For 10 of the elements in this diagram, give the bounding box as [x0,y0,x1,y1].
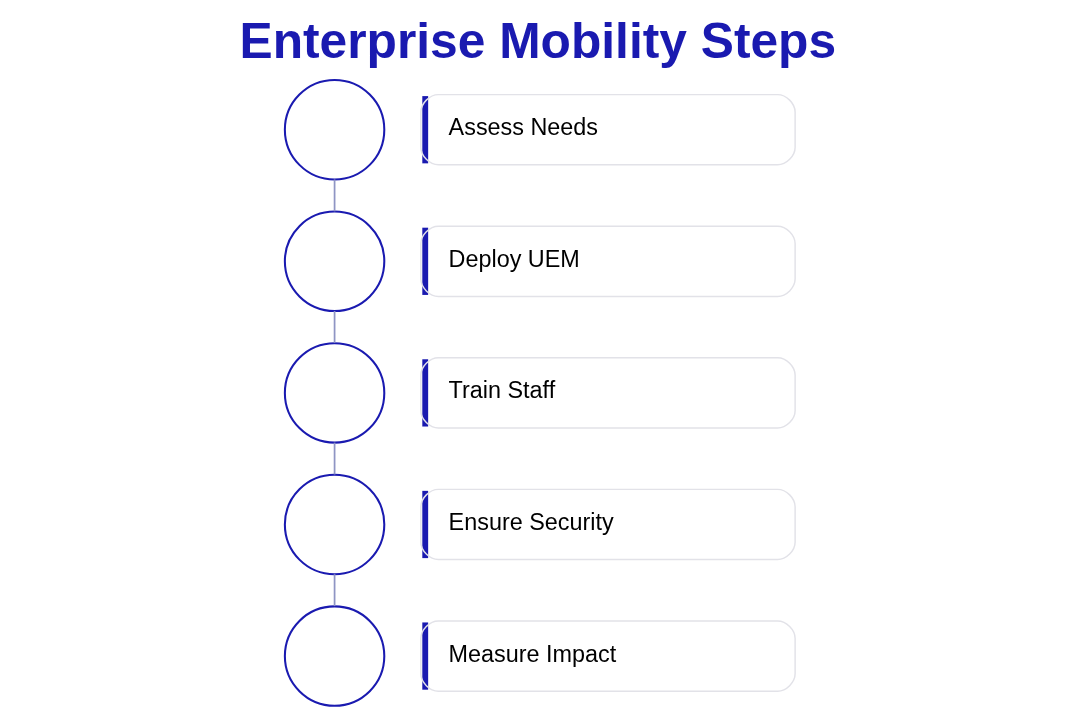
connector [333,310,336,344]
node-circle [283,210,386,313]
node-circle [283,605,386,707]
connector [333,441,336,476]
connector [333,573,336,607]
connector [333,178,336,213]
node-circle [283,342,386,444]
node-circle [283,79,386,181]
diagram-title: Enterprise Mobility Steps [239,13,837,70]
node-circle [283,473,386,576]
